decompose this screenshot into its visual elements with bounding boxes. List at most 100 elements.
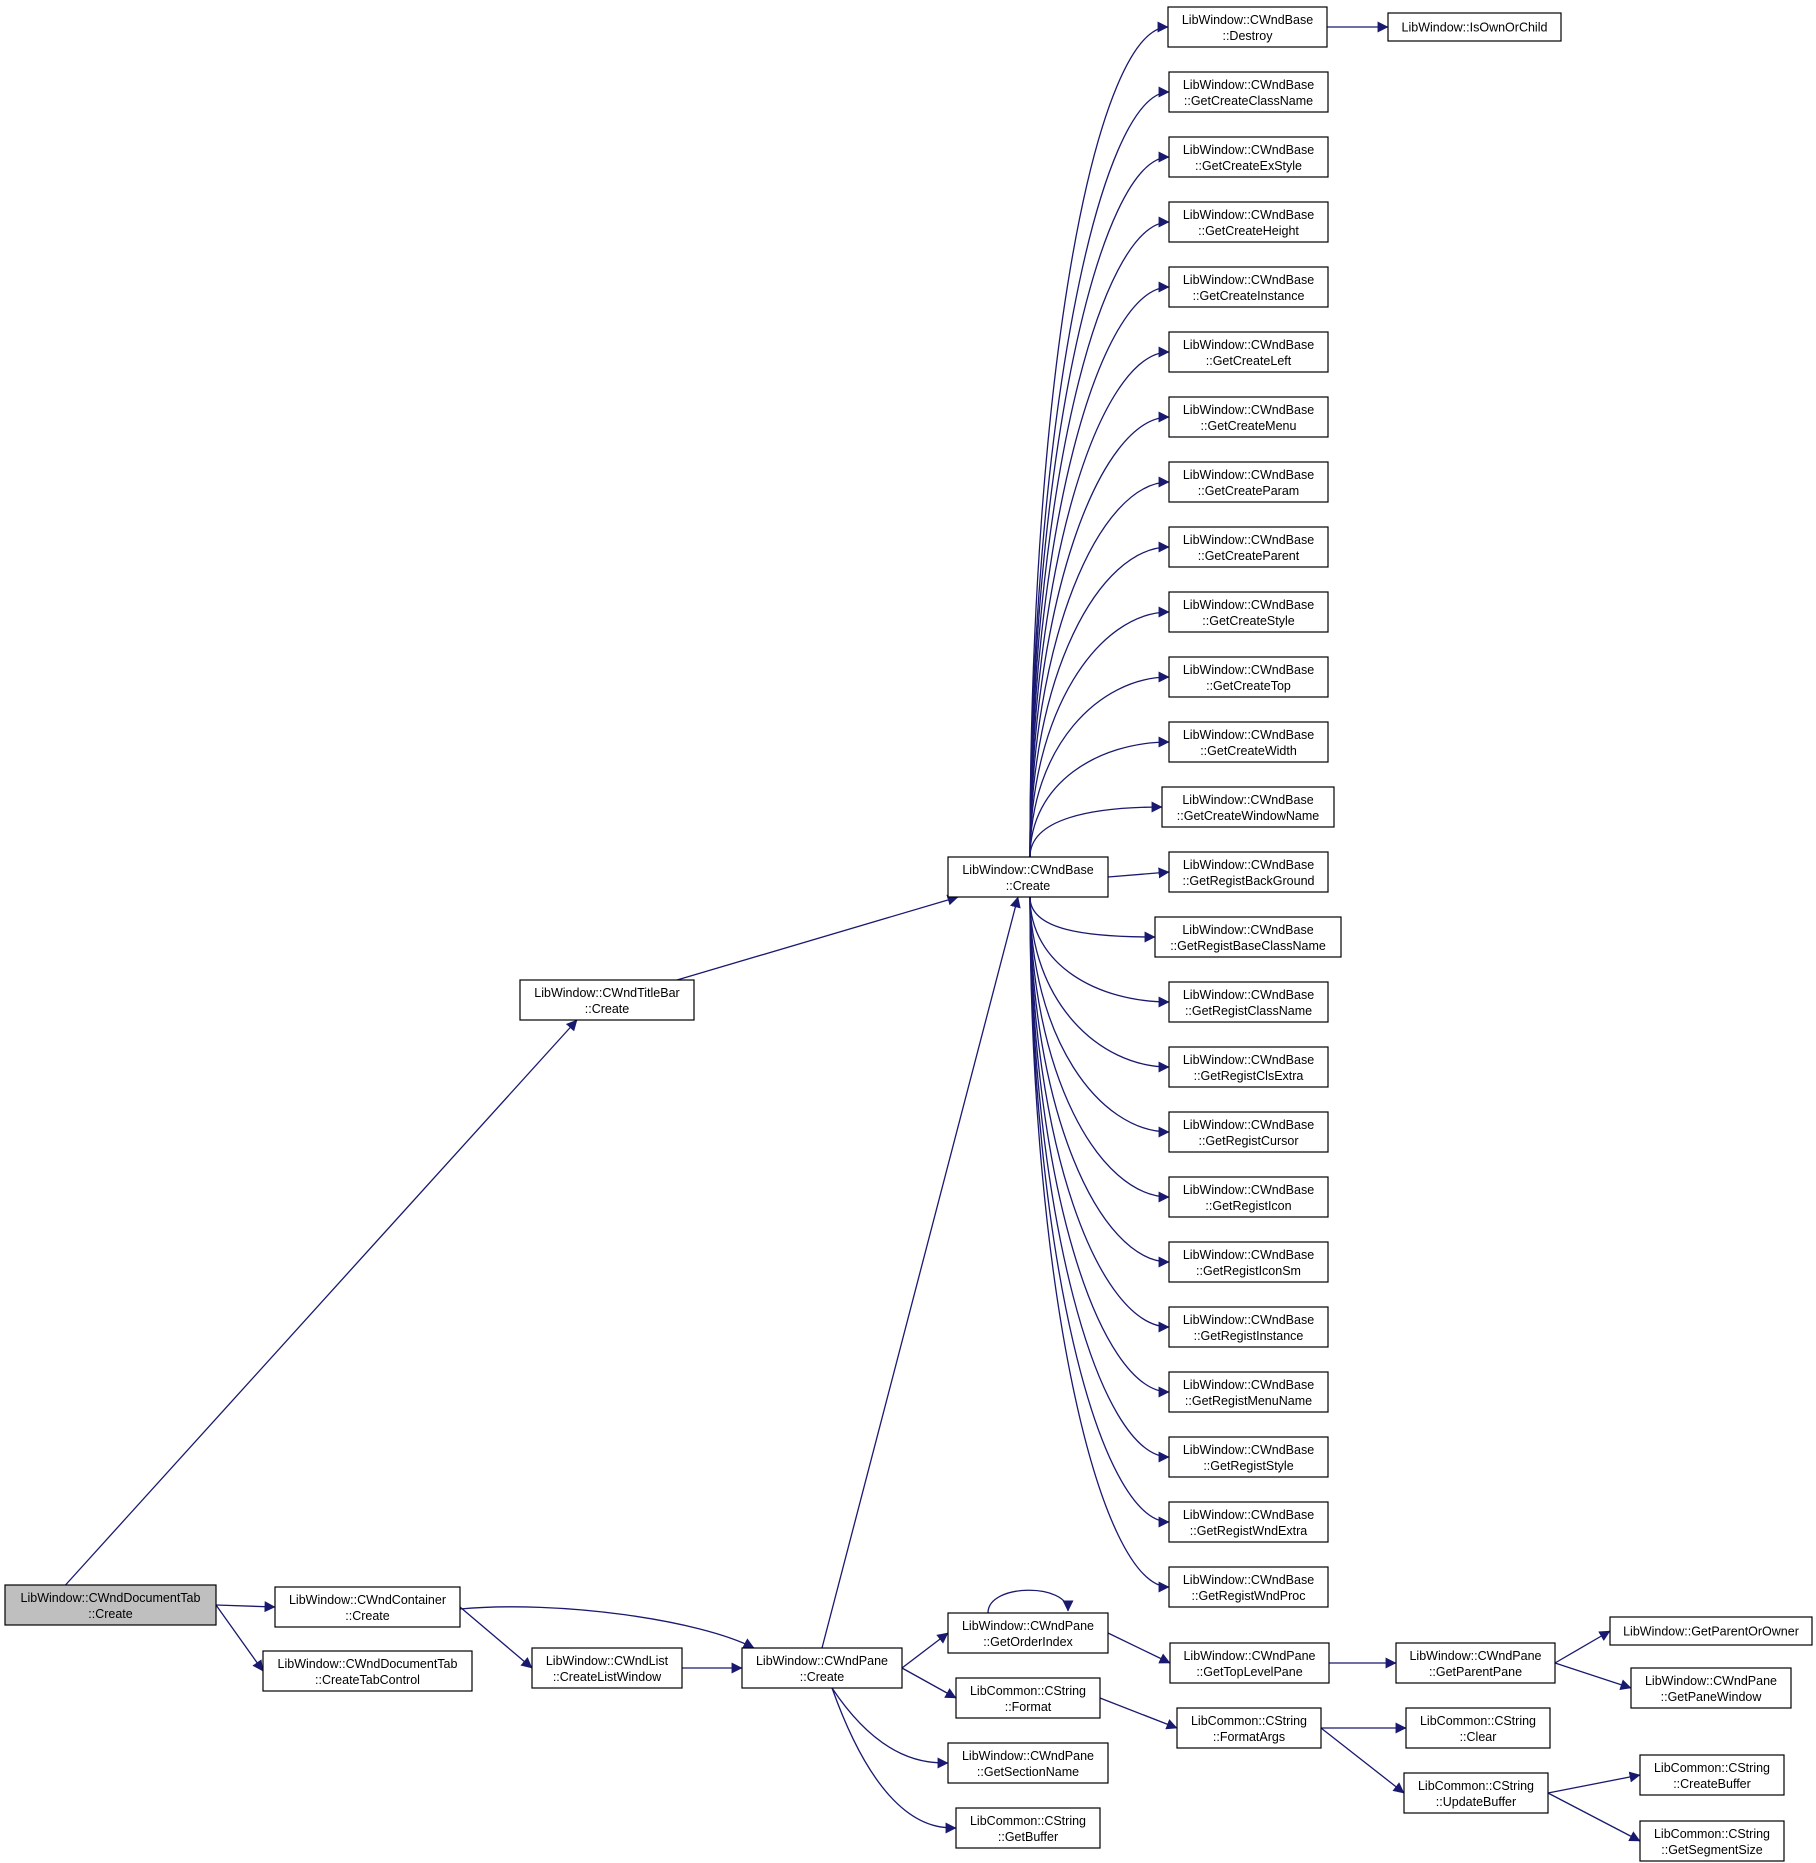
node-label-line1: LibWindow::CWndBase bbox=[1183, 1573, 1314, 1587]
node-label-line1: LibCommon::CString bbox=[1418, 1779, 1534, 1793]
node-g17[interactable]: LibWindow::CWndBase::GetRegistCursor bbox=[1168, 1111, 1329, 1153]
edge-formatargs-to-updatebuf bbox=[1320, 1727, 1405, 1794]
edge-basecreate-to-g15 bbox=[1029, 896, 1170, 1008]
node-tabctl[interactable]: LibWindow::CWndDocumentTab::CreateTabCon… bbox=[262, 1650, 473, 1692]
node-label-line2: ::GetRegistInstance bbox=[1194, 1329, 1304, 1343]
edge-panecreate-to-basecreate bbox=[821, 896, 1021, 1649]
edge-format-to-formatargs bbox=[1099, 1697, 1178, 1730]
edge-root-to-container bbox=[215, 1601, 276, 1613]
node-g3[interactable]: LibWindow::CWndBase::GetCreateHeight bbox=[1168, 201, 1329, 243]
node-listwin[interactable]: LibWindow::CWndList::CreateListWindow bbox=[531, 1647, 683, 1689]
node-label-line2: ::GetSectionName bbox=[977, 1765, 1079, 1779]
edge-parentpane-to-panewin bbox=[1554, 1662, 1632, 1690]
node-label-line2: ::GetCreateClassName bbox=[1184, 94, 1313, 108]
node-g2[interactable]: LibWindow::CWndBase::GetCreateExStyle bbox=[1168, 136, 1329, 178]
node-g23[interactable]: LibWindow::CWndBase::GetRegistWndExtra bbox=[1168, 1501, 1329, 1543]
node-g22[interactable]: LibWindow::CWndBase::GetRegistStyle bbox=[1168, 1436, 1329, 1478]
edge-root-to-tabctl bbox=[215, 1604, 264, 1672]
node-label-line1: LibWindow::CWndPane bbox=[756, 1654, 888, 1668]
node-box bbox=[1168, 1566, 1329, 1608]
edge-basecreate-to-g8 bbox=[1029, 541, 1170, 858]
edge-basecreate-to-g4 bbox=[1029, 281, 1170, 858]
node-box bbox=[262, 1650, 473, 1692]
node-label-line2: ::GetOrderIndex bbox=[983, 1635, 1073, 1649]
node-isown[interactable]: LibWindow::IsOwnOrChild bbox=[1387, 12, 1562, 42]
node-g9[interactable]: LibWindow::CWndBase::GetCreateStyle bbox=[1168, 591, 1329, 633]
node-parentpane[interactable]: LibWindow::CWndPane::GetParentPane bbox=[1395, 1642, 1556, 1684]
node-box bbox=[1168, 71, 1329, 113]
node-g16[interactable]: LibWindow::CWndBase::GetRegistClsExtra bbox=[1168, 1046, 1329, 1088]
node-label-line1: LibWindow::CWndPane bbox=[1183, 1649, 1315, 1663]
node-root[interactable]: LibWindow::CWndDocumentTab::Create bbox=[4, 1584, 217, 1626]
edge-basecreate-to-g1 bbox=[1029, 86, 1170, 858]
node-g5[interactable]: LibWindow::CWndBase::GetCreateLeft bbox=[1168, 331, 1329, 373]
edge-basecreate-to-g24 bbox=[1029, 896, 1170, 1593]
node-section[interactable]: LibWindow::CWndPane::GetSectionName bbox=[947, 1742, 1109, 1784]
node-parentowner[interactable]: LibWindow::GetParentOrOwner bbox=[1609, 1616, 1813, 1646]
node-g19[interactable]: LibWindow::CWndBase::GetRegistIconSm bbox=[1168, 1241, 1329, 1283]
node-formatargs[interactable]: LibCommon::CString::FormatArgs bbox=[1176, 1707, 1322, 1749]
node-g11[interactable]: LibWindow::CWndBase::GetCreateWidth bbox=[1168, 721, 1329, 763]
node-g7[interactable]: LibWindow::CWndBase::GetCreateParam bbox=[1168, 461, 1329, 503]
node-g14[interactable]: LibWindow::CWndBase::GetRegistBaseClassN… bbox=[1154, 916, 1342, 958]
node-toplevel[interactable]: LibWindow::CWndPane::GetTopLevelPane bbox=[1169, 1642, 1330, 1684]
node-format[interactable]: LibCommon::CString::Format bbox=[955, 1677, 1101, 1719]
edge-basecreate-to-g3 bbox=[1029, 216, 1170, 858]
node-label-line1: LibWindow::CWndContainer bbox=[289, 1593, 446, 1607]
node-g15[interactable]: LibWindow::CWndBase::GetRegistClassName bbox=[1168, 981, 1329, 1023]
node-titlebar[interactable]: LibWindow::CWndTitleBar::Create bbox=[519, 979, 695, 1021]
node-g6[interactable]: LibWindow::CWndBase::GetCreateMenu bbox=[1168, 396, 1329, 438]
edge-basecreate-to-g22 bbox=[1029, 896, 1170, 1463]
node-box bbox=[1403, 1772, 1549, 1814]
node-panecreate[interactable]: LibWindow::CWndPane::Create bbox=[741, 1647, 903, 1689]
node-segsize[interactable]: LibCommon::CString::GetSegmentSize bbox=[1639, 1820, 1785, 1862]
node-clear[interactable]: LibCommon::CString::Clear bbox=[1405, 1707, 1551, 1749]
node-g1[interactable]: LibWindow::CWndBase::GetCreateClassName bbox=[1168, 71, 1329, 113]
node-getbuffer[interactable]: LibCommon::CString::GetBuffer bbox=[955, 1807, 1101, 1849]
node-label-line1: LibWindow::CWndBase bbox=[1182, 793, 1313, 807]
node-box bbox=[4, 1584, 217, 1626]
node-label-line2: ::GetRegistIcon bbox=[1205, 1199, 1291, 1213]
node-box bbox=[1639, 1820, 1785, 1862]
node-createbuf[interactable]: LibCommon::CString::CreateBuffer bbox=[1639, 1754, 1785, 1796]
node-label-line2: ::GetTopLevelPane bbox=[1196, 1665, 1302, 1679]
node-label-line2: ::GetCreateHeight bbox=[1198, 224, 1299, 238]
node-updatebuf[interactable]: LibCommon::CString::UpdateBuffer bbox=[1403, 1772, 1549, 1814]
node-g12[interactable]: LibWindow::CWndBase::GetCreateWindowName bbox=[1161, 786, 1335, 828]
node-label-line1: LibCommon::CString bbox=[1420, 1714, 1536, 1728]
node-g4[interactable]: LibWindow::CWndBase::GetCreateInstance bbox=[1168, 266, 1329, 308]
node-label-line2: ::GetCreateTop bbox=[1206, 679, 1291, 693]
edge-parentpane-to-parentowner bbox=[1554, 1630, 1611, 1664]
node-g18[interactable]: LibWindow::CWndBase::GetRegistIcon bbox=[1168, 1176, 1329, 1218]
edge-panecreate-to-orderidx bbox=[901, 1632, 949, 1669]
node-basecreate[interactable]: LibWindow::CWndBase::Create bbox=[947, 856, 1109, 898]
node-g8[interactable]: LibWindow::CWndBase::GetCreateParent bbox=[1168, 526, 1329, 568]
node-g13[interactable]: LibWindow::CWndBase::GetRegistBackGround bbox=[1168, 851, 1329, 893]
node-label-line2: ::GetCreateExStyle bbox=[1195, 159, 1302, 173]
edge-orderidx-to-toplevel bbox=[1107, 1632, 1171, 1664]
edge-basecreate-to-g16 bbox=[1029, 896, 1170, 1073]
node-label-line1: LibWindow::CWndBase bbox=[1183, 1248, 1314, 1262]
node-label-line2: ::GetCreateWidth bbox=[1200, 744, 1297, 758]
node-container[interactable]: LibWindow::CWndContainer::Create bbox=[274, 1586, 461, 1628]
node-g20[interactable]: LibWindow::CWndBase::GetRegistInstance bbox=[1168, 1306, 1329, 1348]
node-g24[interactable]: LibWindow::CWndBase::GetRegistWndProc bbox=[1168, 1566, 1329, 1608]
node-g21[interactable]: LibWindow::CWndBase::GetRegistMenuName bbox=[1168, 1371, 1329, 1413]
node-label-line1: LibCommon::CString bbox=[970, 1814, 1086, 1828]
edge-basecreate-to-g23 bbox=[1029, 896, 1170, 1528]
node-label-line1: LibWindow::CWndBase bbox=[1183, 1508, 1314, 1522]
node-label-line1: LibWindow::CWndDocumentTab bbox=[21, 1591, 201, 1605]
node-label-line1: LibWindow::CWndBase bbox=[1183, 468, 1314, 482]
node-label-line1: LibWindow::CWndBase bbox=[1183, 1053, 1314, 1067]
node-label: LibWindow::GetParentOrOwner bbox=[1623, 1625, 1799, 1639]
node-orderidx[interactable]: LibWindow::CWndPane::GetOrderIndex bbox=[947, 1612, 1109, 1654]
edge-basecreate-to-g14 bbox=[1029, 896, 1156, 943]
node-panewin[interactable]: LibWindow::CWndPane::GetPaneWindow bbox=[1630, 1667, 1792, 1709]
node-label-line1: LibWindow::CWndTitleBar bbox=[534, 986, 679, 1000]
node-box bbox=[1168, 1111, 1329, 1153]
node-box bbox=[955, 1677, 1101, 1719]
node-g10[interactable]: LibWindow::CWndBase::GetCreateTop bbox=[1168, 656, 1329, 698]
node-destroy[interactable]: LibWindow::CWndBase::Destroy bbox=[1167, 6, 1328, 48]
